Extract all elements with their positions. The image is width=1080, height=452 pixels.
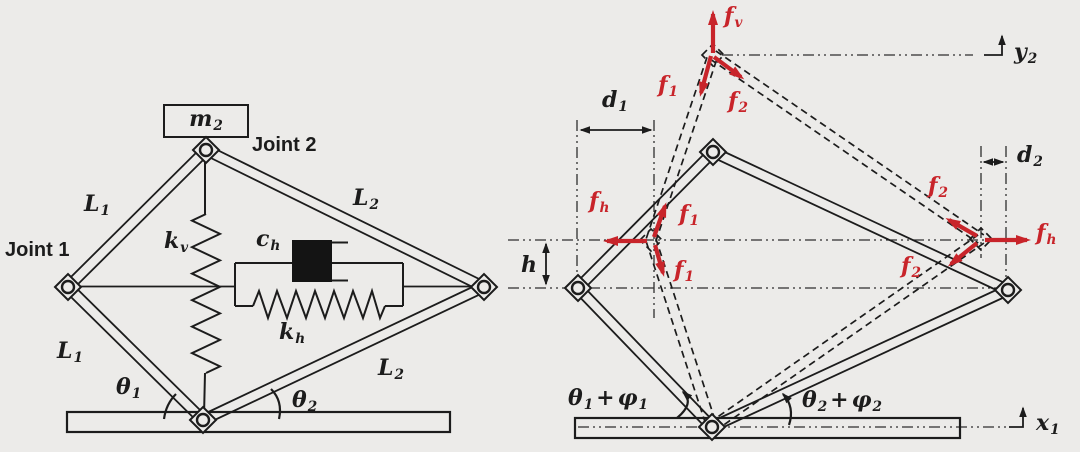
force-arrow-f2-up xyxy=(945,218,979,238)
force-f2-top-label: f2 xyxy=(728,88,748,117)
dim-d1-label: d1 xyxy=(602,87,628,116)
left-joints xyxy=(53,135,499,435)
link-label-l2-upper: L2 xyxy=(353,185,379,214)
arc-theta2 xyxy=(270,388,282,420)
link-label-l2-lower: L2 xyxy=(378,355,404,384)
mass-label: m2 xyxy=(189,106,223,135)
deformed-right-pin xyxy=(968,226,994,252)
joint2-pin-hole xyxy=(198,142,214,158)
force-f2-up-label: f2 xyxy=(928,173,948,202)
solid-right-pin-hole xyxy=(1000,282,1016,298)
theta1-label: θ1 xyxy=(116,374,142,403)
ground-bar-left xyxy=(65,410,452,434)
damper-cylinder-lines xyxy=(332,241,348,282)
link-dashed-lower-left-b xyxy=(654,238,718,426)
link-dashed-lower-right-a xyxy=(714,242,985,432)
axis-x1-marker xyxy=(1009,406,1027,428)
ground-bar-right xyxy=(573,416,962,440)
right-joints xyxy=(563,137,1023,442)
spring-kv xyxy=(189,162,223,417)
theta1-phi1-label: θ1+φ1 xyxy=(568,385,648,414)
force-arrow-f1-up xyxy=(652,202,667,238)
axis-x1-label: x1 xyxy=(1036,410,1060,439)
force-arrow-f2-top xyxy=(712,55,745,80)
dimension-arrows xyxy=(542,126,1005,286)
force-arrow-f1-down xyxy=(652,244,666,277)
link-dashed-upper-left-b xyxy=(645,53,710,239)
force-f1-top-label: f1 xyxy=(658,72,678,101)
damper-piston-box xyxy=(292,240,332,282)
bottom-pin-hole xyxy=(195,412,211,428)
solid-bottom-pin-hole xyxy=(704,419,720,435)
link-dashed-lower-right-b xyxy=(708,234,979,424)
solid-left-pin-hole xyxy=(570,280,586,296)
left-linkage xyxy=(53,135,499,435)
link-label-l1-lower: L1 xyxy=(57,338,83,367)
link-l1-lower xyxy=(63,282,208,425)
link-l2-lower xyxy=(199,281,488,426)
axis-markers xyxy=(984,34,1027,428)
link-label-l1-upper: L1 xyxy=(84,191,110,220)
link-dashed-lower-left-a xyxy=(645,241,709,429)
link-dashed-upper-right-b xyxy=(715,50,985,236)
theta2-phi2-label: θ2+φ2 xyxy=(802,387,882,416)
link-l2-upper xyxy=(202,144,488,293)
axis-y2-label: y2 xyxy=(1014,39,1038,68)
force-fh-left-label: fh xyxy=(589,188,610,217)
spring-kv-label: kv xyxy=(164,228,189,257)
link-solid-upper-right xyxy=(709,146,1012,296)
force-fv-label: fv xyxy=(724,3,743,32)
deformed-left-pin xyxy=(638,227,664,253)
construction-lines xyxy=(508,54,1012,428)
force-arrow-f1-top xyxy=(698,55,714,97)
damper-ch-label: ch xyxy=(256,226,281,255)
arc-theta2-phi2 xyxy=(781,392,793,426)
dim-h-label: h xyxy=(521,252,537,278)
force-arrow-f2-down xyxy=(947,241,979,267)
arc-theta1-phi1 xyxy=(676,390,693,419)
solid-top-pin-hole xyxy=(705,144,721,160)
dim-d2-label: d2 xyxy=(1017,142,1043,171)
force-f1-down-label: f1 xyxy=(674,257,694,286)
force-arrows xyxy=(603,10,1031,277)
spring-kh xyxy=(252,287,386,322)
right-linkage xyxy=(508,10,1031,442)
spring-kh-label: kh xyxy=(279,319,306,348)
joint1-pin-hole xyxy=(60,279,76,295)
mass-box: m2 xyxy=(163,104,249,138)
theta2-label: θ2 xyxy=(292,387,318,416)
spring-damper-assembly xyxy=(234,240,404,322)
right-pin-hole xyxy=(476,279,492,295)
axis-y2-marker xyxy=(984,34,1006,56)
joint1-label: Joint 1 xyxy=(5,239,70,261)
link-dashed-upper-right-a xyxy=(709,58,979,244)
force-f2-down-label: f2 xyxy=(901,253,921,282)
joint2-label: Joint 2 xyxy=(252,134,317,156)
force-fh-right-label: fh xyxy=(1036,220,1057,249)
arc-theta1 xyxy=(162,393,177,420)
force-f1-up-label: f1 xyxy=(679,201,699,230)
